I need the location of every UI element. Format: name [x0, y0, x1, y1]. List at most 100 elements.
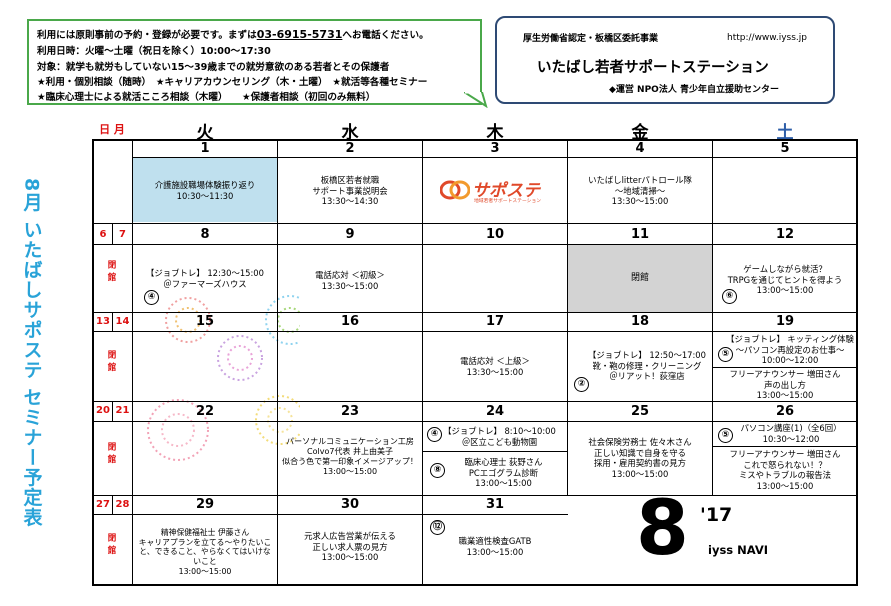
event-2-line2: サポート事業説明会 [312, 185, 388, 196]
event-1-title: 介護施設職場体験振り返り [154, 180, 256, 190]
event-30-line1: 元求人広告営業が伝える [304, 531, 396, 541]
side-title: 8月 いたばしサポステ セミナー予定表 [20, 178, 43, 528]
date-22: 22 [195, 404, 215, 419]
event-8-line2: ＠ファーマーズハウス [163, 278, 247, 289]
event-31-time: 13:00～15:00 [466, 546, 524, 557]
event-12-line1: ゲームしながら就活？ [743, 264, 827, 274]
org-url[interactable]: http://www.iyss.jp [727, 33, 807, 43]
event-31-title: 職業適性検査GATB [458, 536, 532, 546]
event-29-time: 13:00～15:00 [178, 566, 232, 576]
date-6: 6 [99, 229, 107, 240]
date-11: 11 [630, 227, 650, 242]
date-10: 10 [485, 227, 505, 242]
date-4: 4 [635, 141, 645, 156]
event-26b: フリーアナウンサー 増田さん これで怒られない！？ ミスやトラブルの報告法 13… [713, 449, 857, 491]
event-4-time: 13:30～15:00 [611, 196, 669, 206]
event-24b-number: ⑧ [430, 463, 445, 478]
event-25-line1: 社会保険労務士 佐々木さん [588, 437, 692, 447]
date-19: 19 [775, 314, 795, 329]
event-29: 精神保健福祉士 伊藤さん キャリアプランを立てる～やりたいこと、できること、やら… [136, 528, 274, 577]
event-24b: 臨床心理士 荻野さん PCエゴグラム診断 13:00～15:00 [440, 457, 567, 489]
event-19b-line1: フリーアナウンサー 増田さん [729, 369, 841, 379]
event-23-line2: Colvo7代表 井上由美子 [307, 447, 393, 456]
org-cert: 厚生労働省認定・板橋区委託事業 [523, 34, 659, 44]
event-25: 社会保険労務士 佐々木さん 正しい知識で自身を守る 採用・雇用契約書の見方 13… [568, 437, 712, 479]
date-16: 16 [340, 314, 360, 329]
event-8-number: ④ [144, 290, 159, 305]
event-2-time: 13:30～14:30 [321, 196, 379, 206]
date-7: 7 [119, 229, 126, 240]
event-4-line2: ～地域清掃～ [614, 185, 666, 196]
event-26b-line1: フリーアナウンサー 増田さん [729, 449, 841, 459]
event-29-line1: 精神保健福祉士 伊藤さん [160, 528, 250, 537]
grid-right [856, 139, 858, 586]
grid-bottom [92, 584, 858, 586]
event-12-line2: TRPGを通じてヒントを得よう [727, 274, 843, 285]
event-1: 介護施設職場体験振り返り 10:30～11:30 [133, 180, 277, 201]
event-30-line2: 正しい求人票の見方 [312, 541, 388, 552]
cell-highlight-1 [133, 157, 277, 222]
event-18-line3: ＠リアット！荻窪店 [609, 371, 685, 381]
event-24a-line2: ＠区立こども動物園 [461, 436, 538, 447]
phone-number[interactable]: 03-6915-5731 [256, 28, 343, 41]
date-28: 28 [115, 499, 130, 510]
grid-h-w3 [92, 331, 858, 332]
header-thu: 木 [486, 123, 504, 143]
event-30-time: 13:00～15:00 [321, 552, 379, 562]
date-2: 2 [345, 141, 355, 156]
event-26b-line2: これで怒られない！？ [743, 459, 827, 470]
event-9: 電話応対 ＜初級＞ 13:30～15:00 [278, 270, 422, 291]
footer-brand: iyss NAVI [708, 543, 769, 557]
split-26 [713, 446, 856, 447]
event-24b-line2: PCエゴグラム診断 [468, 467, 539, 478]
date-23: 23 [340, 404, 360, 419]
event-18: 【ジョブトレ】 12:50～17:00 靴・鞄の修理・クリーニング ＠リアット！… [575, 350, 719, 382]
big-month-number: 8 [636, 483, 689, 572]
saposute-logo: サポステ 地域若者サポートステーション [440, 176, 560, 208]
event-25-line2: 正しい知識で自身を守る [593, 447, 687, 458]
event-23-line3: 似合う色で第一印象イメージアップ！ [282, 457, 418, 466]
event-1-time: 10:30～11:30 [176, 190, 234, 201]
event-12-number: ⑥ [722, 289, 737, 304]
grid-sm-5 [112, 496, 113, 514]
date-31: 31 [485, 497, 505, 512]
date-12: 12 [775, 227, 795, 242]
date-29: 29 [195, 497, 215, 512]
grid-sm-2 [112, 224, 113, 244]
closed-label-w3: 閉館 [106, 350, 116, 375]
org-name: いたばし若者サポートステーション [537, 60, 769, 76]
date-21: 21 [115, 405, 130, 416]
event-23-time: 13:00～15:00 [322, 467, 378, 476]
event-24b-time: 13:00～15:00 [475, 478, 532, 488]
event-18-line1: 【ジョブトレ】 12:50～17:00 [588, 350, 706, 360]
footer-year: '17 [700, 504, 733, 526]
event-19a-line1: 【ジョブトレ】 キッティング体験 [726, 334, 854, 344]
grid-left [92, 139, 94, 586]
event-19b-time: 13:00～15:00 [756, 390, 814, 400]
event-17-time: 13:30～15:00 [466, 366, 524, 377]
org-operator: ◆運営 NPO法人 青少年自立援助センター [609, 85, 779, 95]
event-25-time: 13:00～15:00 [611, 468, 669, 479]
org-box: 厚生労働省認定・板橋区委託事業 http://www.iyss.jp いたばし若… [495, 16, 835, 104]
event-19a-line2: ～パソコン再設定のお仕事～ [735, 344, 845, 355]
fireworks-illustration [147, 295, 300, 461]
event-9-time: 13:30～15:00 [321, 280, 379, 291]
event-30: 元求人広告営業が伝える 正しい求人票の見方 13:00～15:00 [278, 531, 422, 563]
date-14: 14 [115, 316, 130, 327]
event-23-line1: パーソナルコミュニケーション工房 [286, 437, 414, 446]
grid-sm-3 [112, 313, 113, 331]
grid-h4 [92, 495, 858, 496]
event-31-number: ⑫ [430, 520, 445, 535]
header-tue: 火 [196, 123, 214, 143]
date-20: 20 [96, 405, 110, 416]
event-19b-line2: 声の出し方 [764, 379, 806, 390]
grid-h-w2 [92, 244, 858, 245]
event-24a: 【ジョブトレ】 8:10～10:00 ＠区立こども動物園 [432, 426, 567, 447]
split-19 [713, 367, 856, 368]
event-11-closed: 閉館 [630, 273, 649, 283]
event-26b-line3: ミスやトラブルの報告法 [738, 470, 832, 480]
header-sun-mon: 日 月 [99, 123, 125, 136]
info-line-2: 利用日時：火曜～土曜（祝日を除く）10:00～17:30 [37, 46, 271, 57]
event-26a: パソコン講座(1)（全6回） 10:30～12:00 [725, 423, 857, 444]
closed-label-w5: 閉館 [106, 533, 116, 558]
